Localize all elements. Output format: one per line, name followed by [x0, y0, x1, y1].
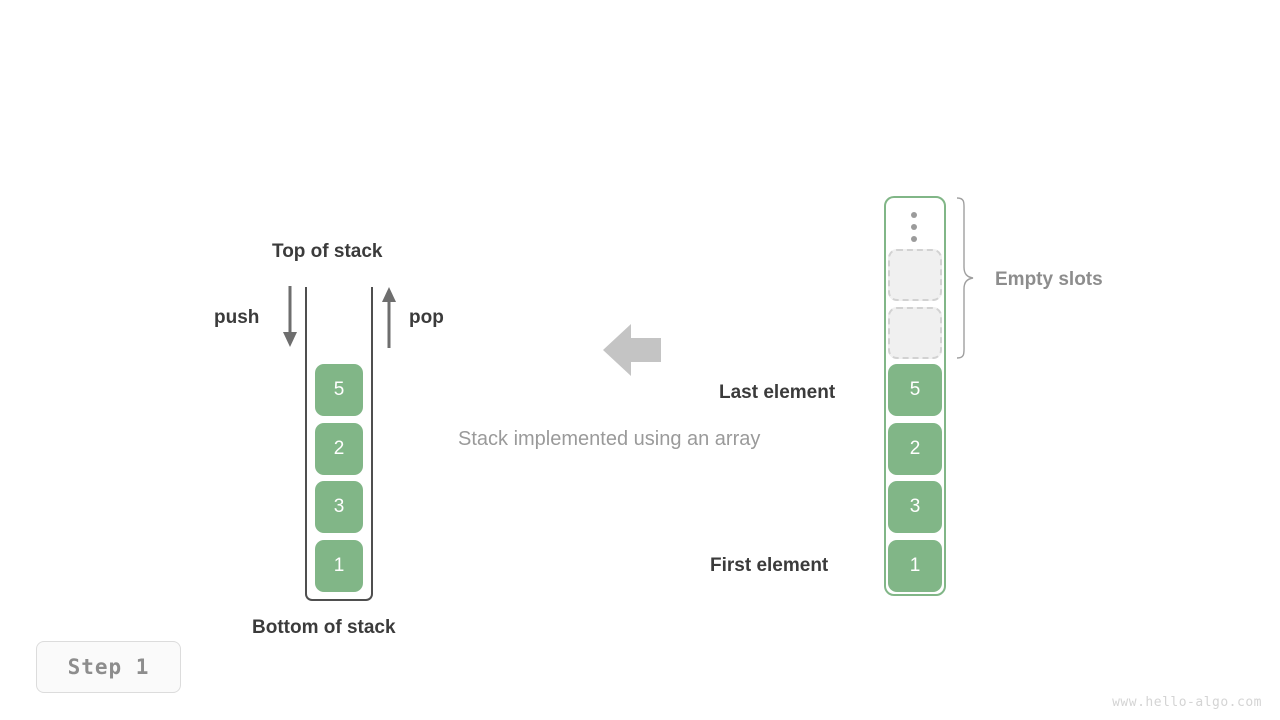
stack-element: 5 — [315, 364, 363, 416]
push-arrow-icon — [283, 286, 297, 347]
array-element: 5 — [888, 364, 942, 416]
last-element-label: Last element — [719, 382, 836, 403]
empty-slots-brace — [956, 197, 974, 359]
transform-arrow-icon — [603, 324, 661, 376]
empty-slot — [888, 307, 942, 359]
stack-element: 1 — [315, 540, 363, 592]
stack-element: 3 — [315, 481, 363, 533]
watermark: www.hello-algo.com — [1112, 695, 1262, 710]
array-element: 3 — [888, 481, 942, 533]
diagram-caption: Stack implemented using an array — [458, 428, 761, 450]
stack-container — [305, 287, 373, 601]
pop-arrow-icon — [382, 287, 396, 348]
pop-label: pop — [409, 307, 444, 328]
vertical-ellipsis-icon — [910, 212, 918, 242]
push-label: push — [214, 307, 260, 328]
top-of-stack-label: Top of stack — [272, 241, 383, 262]
array-element: 2 — [888, 423, 942, 475]
step-badge: Step 1 — [36, 641, 181, 693]
stack-element: 2 — [315, 423, 363, 475]
array-element: 1 — [888, 540, 942, 592]
empty-slots-label: Empty slots — [995, 269, 1103, 290]
empty-slot — [888, 249, 942, 301]
bottom-of-stack-label: Bottom of stack — [252, 617, 396, 638]
first-element-label: First element — [710, 555, 829, 576]
